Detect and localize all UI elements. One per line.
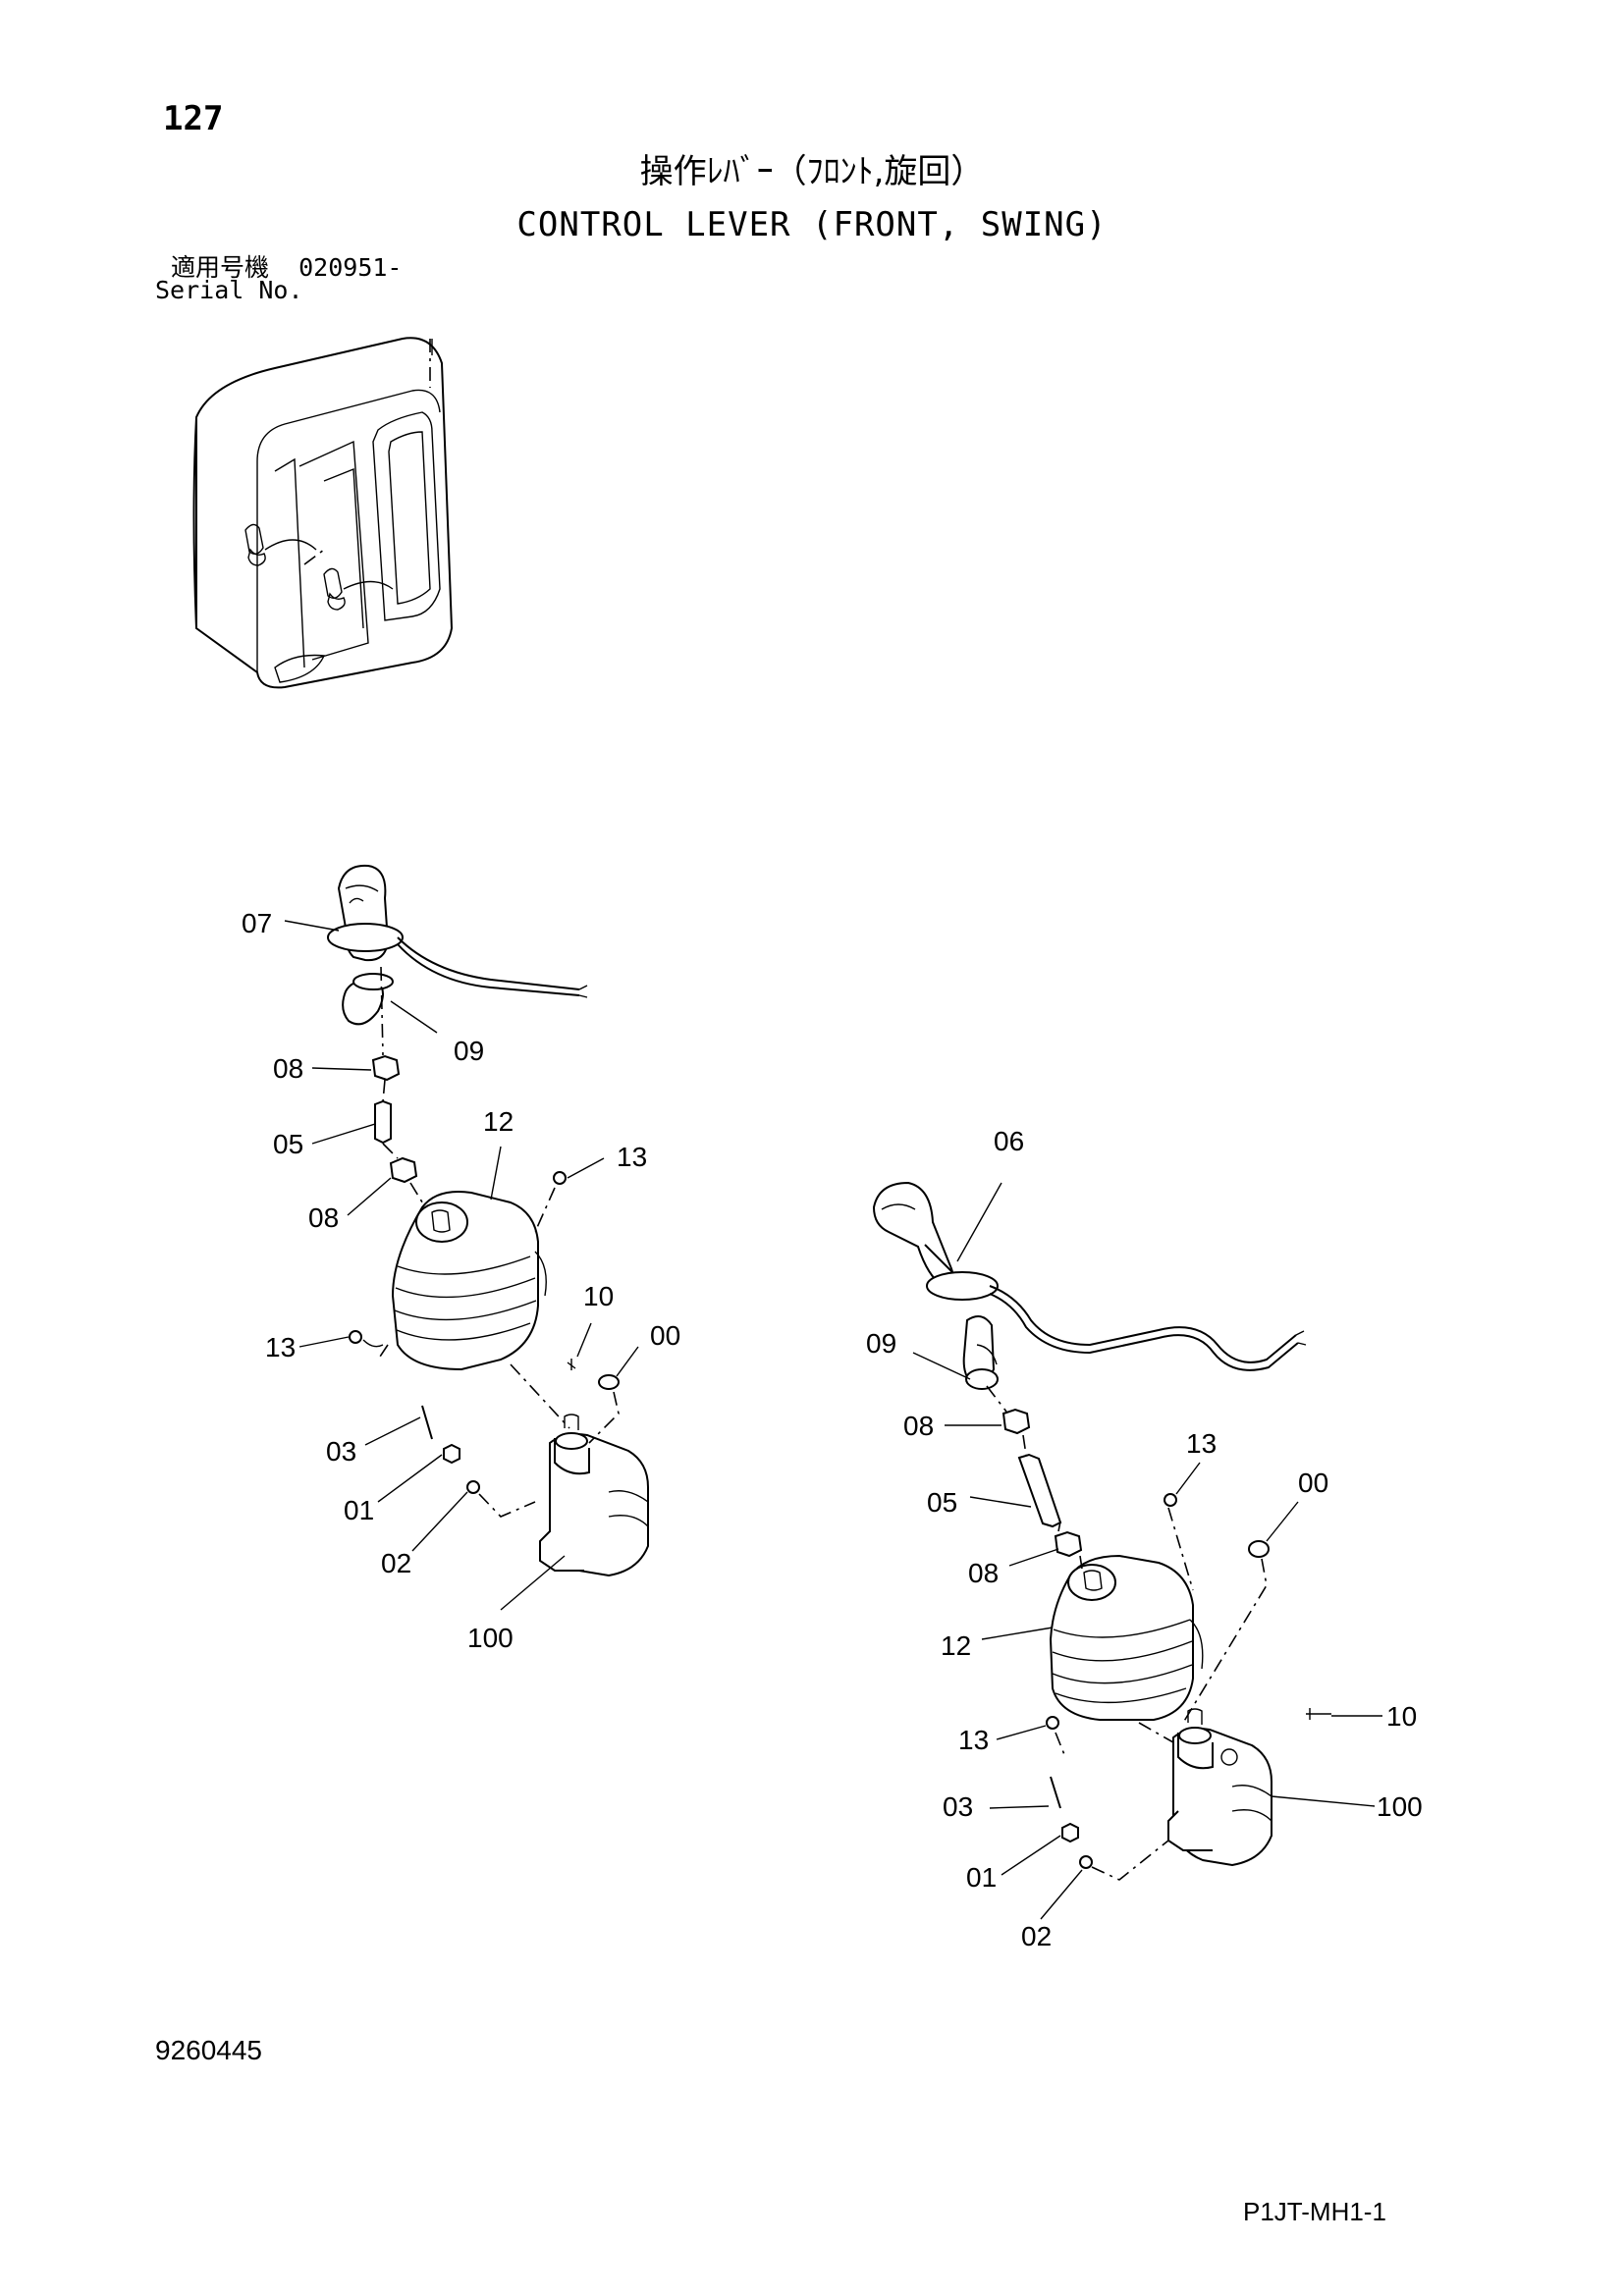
callout-left-100: 100 xyxy=(467,1623,514,1653)
callout-right-12: 12 xyxy=(941,1630,971,1661)
callout-left-07: 07 xyxy=(242,908,272,938)
callout-right-10: 10 xyxy=(1386,1701,1417,1732)
callout-right-06: 06 xyxy=(994,1126,1024,1156)
serial-line: 適用号機 020951- xyxy=(171,255,402,280)
callout-left-00: 00 xyxy=(650,1320,680,1351)
callout-right-05: 05 xyxy=(927,1487,957,1518)
serial-label-japanese: 適用号機 xyxy=(171,253,270,282)
left-lever-assembly xyxy=(284,864,649,1611)
callout-right-13b: 13 xyxy=(958,1725,989,1755)
callout-left-08a: 08 xyxy=(273,1053,303,1084)
cab-overview xyxy=(192,337,454,689)
callout-right-13a: 13 xyxy=(1186,1428,1217,1459)
title-english: CONTROL LEVER (FRONT, SWING) xyxy=(516,205,1108,244)
page-number: 127 xyxy=(163,99,224,138)
callout-left-10: 10 xyxy=(583,1281,614,1311)
callout-left-13b: 13 xyxy=(265,1332,296,1362)
right-lever-assembly xyxy=(872,1181,1382,1920)
sheet-code: P1JT-MH1-1 xyxy=(1243,2197,1386,2226)
callout-right-03: 03 xyxy=(943,1791,973,1822)
serial-value: 020951- xyxy=(298,253,403,282)
callout-right-00: 00 xyxy=(1298,1468,1328,1498)
callout-left-08b: 08 xyxy=(308,1202,339,1233)
callout-right-01: 01 xyxy=(966,1862,997,1893)
callout-left-05: 05 xyxy=(273,1129,303,1159)
callout-left-12: 12 xyxy=(483,1106,514,1137)
callout-right-08b: 08 xyxy=(968,1558,999,1588)
callout-left-09: 09 xyxy=(454,1036,484,1066)
title-japanese: 操作ﾚﾊﾞｰ（ﾌﾛﾝﾄ,旋回） xyxy=(639,152,985,191)
callout-left-01: 01 xyxy=(344,1495,374,1525)
document-number: 9260445 xyxy=(155,2035,263,2065)
serial-label-english: Serial No. xyxy=(155,276,303,304)
callout-right-100: 100 xyxy=(1377,1791,1423,1822)
callout-right-08a: 08 xyxy=(903,1411,934,1441)
callout-left-03: 03 xyxy=(326,1436,356,1467)
callout-right-02: 02 xyxy=(1021,1921,1052,1951)
callout-left-13a: 13 xyxy=(617,1142,647,1172)
callout-left-02: 02 xyxy=(381,1548,411,1578)
callout-right-09: 09 xyxy=(866,1328,896,1359)
